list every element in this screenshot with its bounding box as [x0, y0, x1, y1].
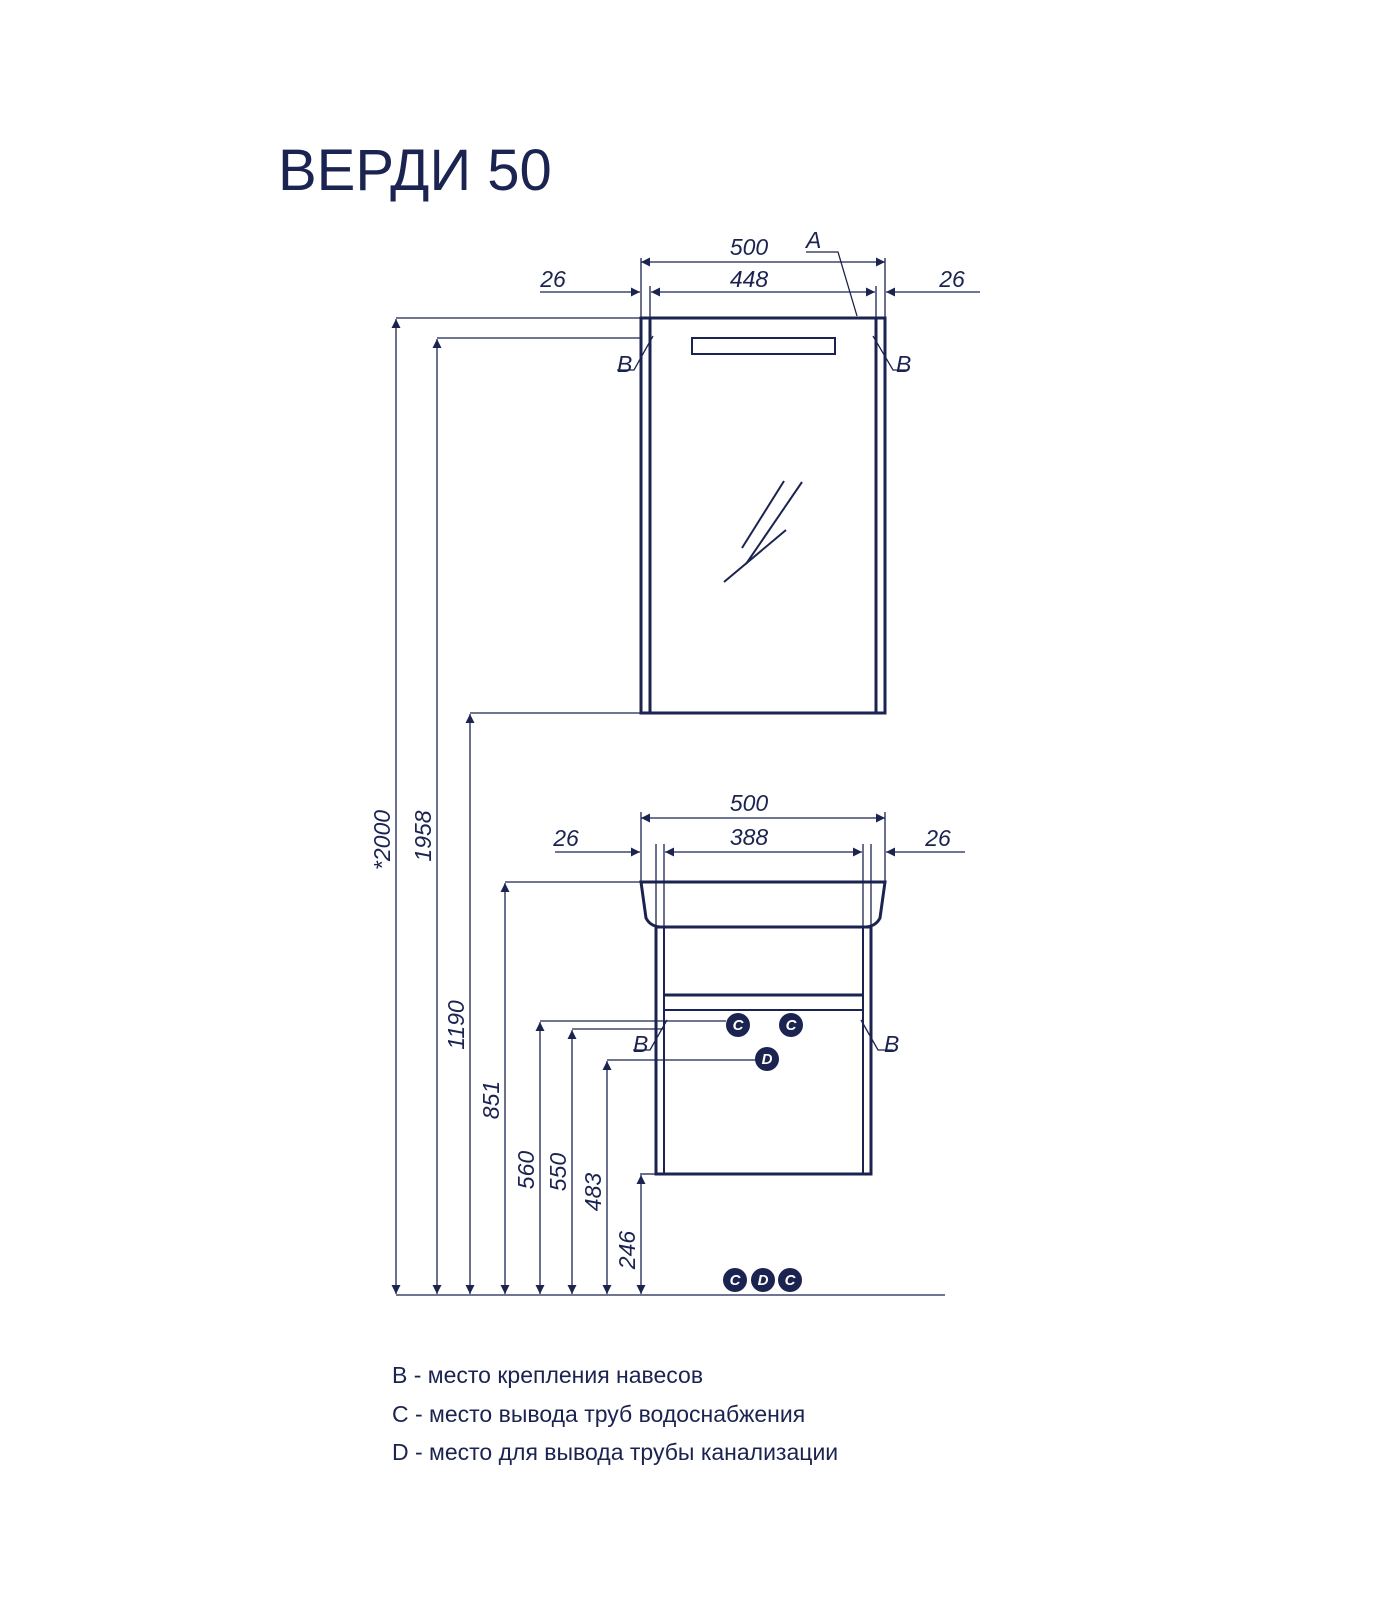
svg-text:D: D: [762, 1051, 773, 1068]
outlet-markers: C C D C D C: [723, 1013, 803, 1292]
legend-item-c: C - место вывода труб водоснабжения: [392, 1401, 805, 1427]
vanity-hanger-b-left-leader: [633, 1019, 668, 1051]
legend-item-b: B - место крепления навесов: [392, 1362, 703, 1388]
vanity-width-inner: 388: [730, 824, 769, 850]
height-water-outlet-lower: 550: [545, 1153, 571, 1192]
marker-c-water-floor: C: [778, 1268, 802, 1292]
height-mirror-top: 1958: [410, 810, 436, 861]
vanity-width-total: 500: [730, 790, 769, 816]
svg-text:C: C: [786, 1017, 798, 1034]
vanity-unit: [639, 880, 887, 1176]
product-title: ВЕРДИ 50: [278, 138, 552, 203]
mirror-width-dimensions: 500 448 26 26 A B B: [539, 227, 980, 377]
hanger-b-right-leader: [872, 335, 907, 371]
marker-d-drain-floor: D: [751, 1268, 775, 1292]
mirror-glare-line: [723, 529, 787, 583]
marker-c-water-floor: C: [723, 1268, 747, 1292]
mirror-cabinet: [639, 316, 887, 715]
height-vanity-bottom: 246: [614, 1231, 640, 1271]
height-drain-outlet: 483: [580, 1173, 606, 1212]
marker-d-drain: D: [755, 1047, 779, 1071]
vanity-hanger-b-left-label: B: [633, 1031, 648, 1057]
legend: B - место крепления навесов C - место вы…: [392, 1362, 838, 1465]
marker-c-water: C: [779, 1013, 803, 1037]
mirror-side-right: 26: [938, 266, 965, 292]
svg-text:C: C: [785, 1272, 797, 1289]
svg-text:D: D: [758, 1272, 769, 1289]
callout-a-label: A: [804, 227, 821, 253]
marker-c-water: C: [726, 1013, 750, 1037]
hanger-b-right-label: B: [896, 351, 911, 377]
height-total: *2000: [369, 810, 395, 870]
height-water-outlet-upper: 560: [513, 1151, 539, 1190]
mirror-glare-line: [745, 481, 803, 565]
basin-top: [639, 880, 887, 929]
vanity-hanger-b-right-leader: [860, 1019, 893, 1051]
svg-text:C: C: [733, 1017, 745, 1034]
vanity-cabinet-body: [654, 925, 873, 1176]
hanger-b-left-leader: [617, 335, 654, 371]
mirror-side-left: 26: [539, 266, 566, 292]
callout-a-leader: [806, 251, 858, 317]
vanity-side-right: 26: [924, 825, 951, 851]
hanger-b-left-label: B: [617, 351, 632, 377]
vanity-hanger-b-right-label: B: [884, 1031, 899, 1057]
mirror-width-total: 500: [730, 234, 769, 260]
height-mirror-bottom: 1190: [443, 1000, 469, 1050]
height-basin-top: 851: [478, 1081, 504, 1119]
height-dimensions: *2000 1958 1190 851 560 550 483 246: [369, 317, 945, 1296]
mirror-width-inner: 448: [730, 266, 769, 292]
mirror-cabinet-outline: [639, 316, 887, 715]
vanity-width-dimensions: 500 388 26 26 B B: [552, 790, 965, 1057]
legend-item-d: D - место для вывода трубы канализации: [392, 1439, 838, 1465]
vanity-side-left: 26: [552, 825, 579, 851]
svg-text:C: C: [730, 1272, 742, 1289]
mirror-light-bar: [691, 337, 836, 355]
mirror-glare-line: [741, 480, 785, 549]
